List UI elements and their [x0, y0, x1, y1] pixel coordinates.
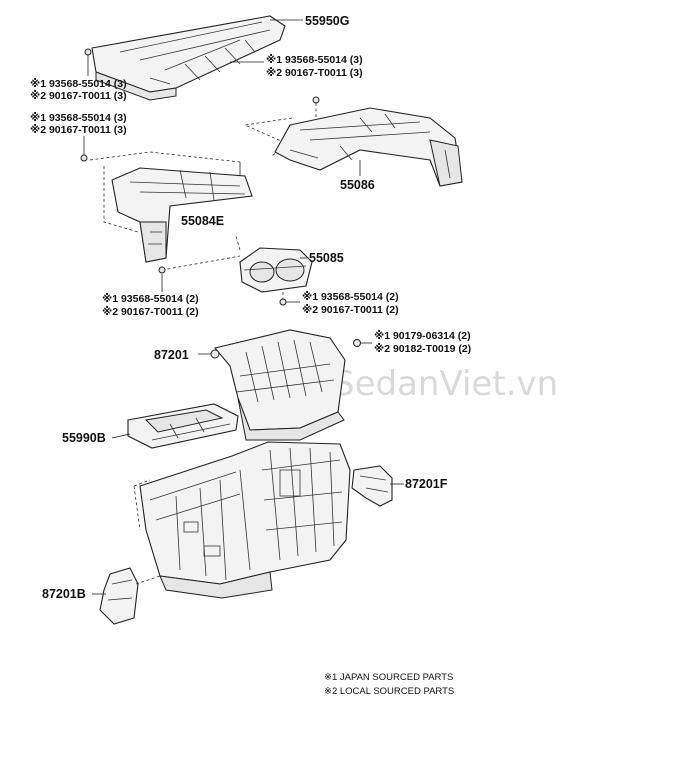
part-label-87201f: 87201F	[405, 477, 448, 491]
gasket-55990b	[127, 403, 239, 449]
fastener-label: ※1 93568-55014 (3)	[30, 112, 127, 124]
fastener-label: ※1 93568-55014 (2)	[302, 291, 399, 303]
hvac-unit	[133, 441, 351, 599]
fastener-label: ※1 90179-06314 (2)	[374, 330, 471, 342]
clip-icon	[279, 298, 287, 306]
duct-55086	[274, 107, 463, 187]
duct-55085	[239, 247, 313, 293]
fastener-label: ※2 90167-T0011 (3)	[30, 90, 127, 102]
fastener-label: ※1 93568-55014 (3)	[266, 54, 363, 66]
fastener-label: ※2 90167-T0011 (3)	[30, 124, 127, 136]
nut-icon	[353, 339, 361, 347]
clip-icon	[80, 154, 88, 162]
part-label-87201: 87201	[154, 348, 189, 362]
duct-87201b	[99, 567, 139, 625]
fastener-label: ※2 90182-T0019 (2)	[374, 343, 471, 355]
part-label-55084e: 55084E	[181, 214, 224, 228]
fastener-label: ※2 90167-T0011 (2)	[302, 304, 399, 316]
fastener-label: ※2 90167-T0011 (3)	[266, 67, 363, 79]
duct-87201f	[351, 465, 393, 507]
watermark: SedanViet.vn	[333, 364, 558, 404]
part-label-55990b: 55990B	[62, 431, 106, 445]
legend-note-local: ※2 LOCAL SOURCED PARTS	[324, 686, 454, 697]
part-label-55950g: 55950G	[305, 14, 349, 28]
legend-note-japan: ※1 JAPAN SOURCED PARTS	[324, 672, 453, 683]
housing-87201	[210, 329, 346, 441]
part-label-87201b: 87201B	[42, 587, 86, 601]
duct-55084e	[111, 162, 253, 263]
clip-icon	[312, 96, 320, 104]
clip-icon	[84, 48, 92, 56]
fastener-label: ※1 93568-55014 (2)	[102, 293, 199, 305]
fastener-label: ※2 90167-T0011 (2)	[102, 306, 199, 318]
part-label-55086: 55086	[340, 178, 375, 192]
part-label-55085: 55085	[309, 251, 344, 265]
duct-55950g	[84, 15, 286, 101]
fastener-label: ※1 93568-55014 (3)	[30, 78, 127, 90]
clip-icon	[158, 266, 166, 274]
